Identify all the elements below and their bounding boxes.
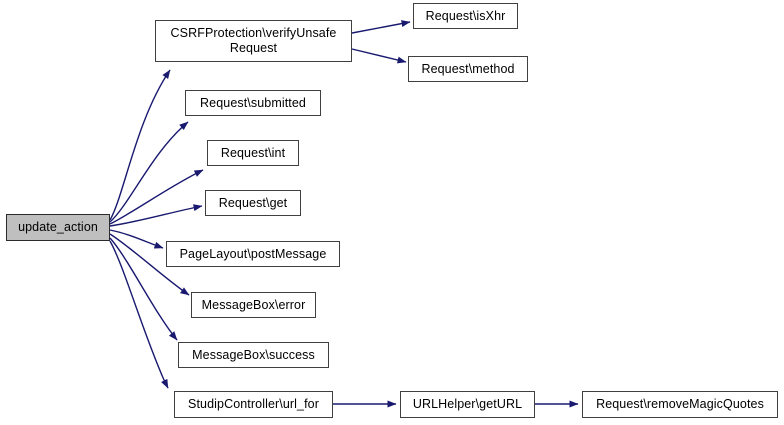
graph-node-request_submitted[interactable]: Request\submitted xyxy=(185,90,321,116)
graph-node-request_removemagicquotes[interactable]: Request\removeMagicQuotes xyxy=(582,391,778,418)
graph-node-request_get[interactable]: Request\get xyxy=(205,190,301,216)
edge-csrf_verify-to-request_isxhr xyxy=(351,20,411,34)
graph-node-request_int[interactable]: Request\int xyxy=(207,140,299,166)
graph-node-pagelayout_postmessage[interactable]: PageLayout\postMessage xyxy=(166,241,340,267)
graph-node-messagebox_success[interactable]: MessageBox\success xyxy=(178,342,329,368)
edge-update_action-to-csrf_verify xyxy=(109,69,171,221)
graph-node-update_action: update_action xyxy=(6,214,110,241)
graph-node-studipcontroller_url_for[interactable]: StudipController\url_for xyxy=(174,391,333,418)
edge-csrf_verify-to-request_method xyxy=(351,48,407,64)
graph-node-csrf_verify[interactable]: CSRFProtection\verifyUnsafe Request xyxy=(155,20,352,62)
graph-node-request_isxhr[interactable]: Request\isXhr xyxy=(413,3,518,29)
edge-update_action-to-request_get xyxy=(109,204,203,227)
graph-node-urlhelper_geturl[interactable]: URLHelper\getURL xyxy=(400,391,535,418)
edge-update_action-to-request_int xyxy=(109,169,204,225)
edge-update_action-to-pagelayout_postmessage xyxy=(109,229,164,249)
edge-update_action-to-studipcontroller_url_for xyxy=(109,240,169,389)
graph-node-request_method[interactable]: Request\method xyxy=(408,56,528,82)
graph-node-messagebox_error[interactable]: MessageBox\error xyxy=(191,292,316,318)
edge-update_action-to-request_submitted xyxy=(109,121,189,223)
